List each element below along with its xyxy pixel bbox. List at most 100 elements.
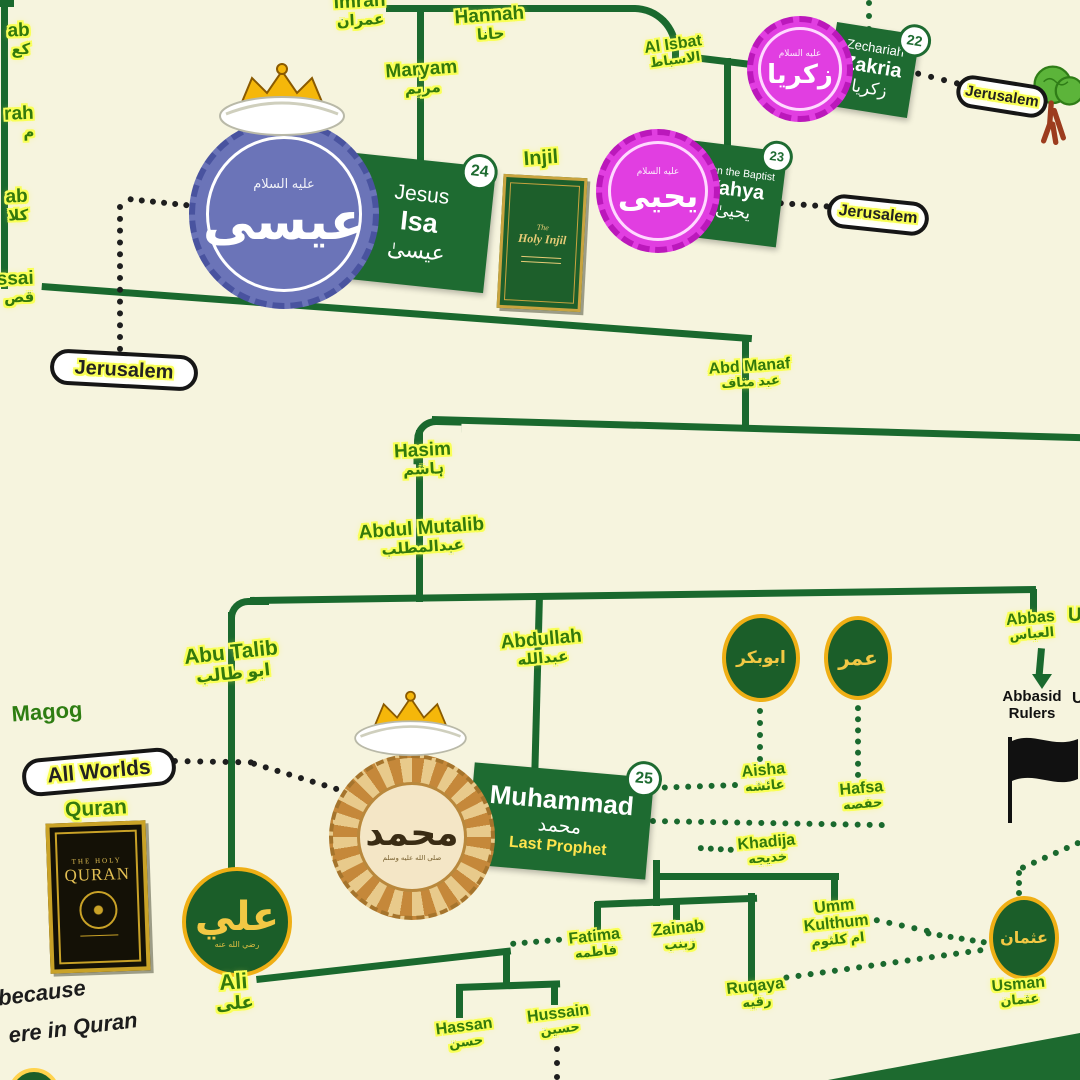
label-injil: Injil bbox=[522, 145, 559, 171]
label-hannah: Hannah حانا bbox=[453, 2, 525, 44]
dotted-yahya-jerusalem bbox=[777, 200, 830, 210]
medallion-bottom-left-partial bbox=[8, 1068, 60, 1080]
dotted-junction-fatima bbox=[510, 936, 563, 947]
label-qussai: ssai قص bbox=[0, 267, 35, 307]
line-hasim-vertical bbox=[416, 430, 423, 602]
label-aisha: Aisha عائشه bbox=[740, 760, 786, 795]
label-hassan: Hassan حسن bbox=[434, 1014, 494, 1052]
abbas-arrowhead-icon bbox=[1032, 674, 1052, 689]
all-worlds-text: All Worlds bbox=[46, 755, 152, 788]
line-ruqaya-vertical bbox=[748, 893, 755, 983]
yahya-medallion-small-text: عليه السلام bbox=[636, 166, 680, 177]
dotted-allworlds-1 bbox=[171, 758, 254, 766]
line-ali-marriage bbox=[256, 947, 512, 983]
line-fatima-vertical bbox=[594, 902, 601, 931]
label-usman: Usman عثمان bbox=[991, 973, 1046, 1009]
muhammad-medallion-calligraphy: محمد bbox=[365, 811, 459, 853]
pill-jerusalem-yahya: Jerusalem bbox=[825, 192, 931, 238]
line-yahya-vertical bbox=[724, 58, 731, 150]
jesus-name: Isa bbox=[398, 205, 440, 239]
dotted-muhammad-khadija bbox=[697, 845, 734, 853]
zakria-medallion-calligraphy: زكريا bbox=[767, 58, 833, 89]
line-qussai-diagonal bbox=[41, 283, 753, 343]
line-fatima-junction-vertical bbox=[503, 950, 510, 988]
line-hussain-vertical bbox=[551, 982, 558, 1005]
jerusalem-3-text: Jerusalem bbox=[837, 201, 919, 228]
label-zainab: Zainab زينب bbox=[651, 917, 705, 953]
label-abdul-mutalib: Abdul Mutalib عبدالمطلب bbox=[358, 513, 485, 559]
dotted-allworlds-2 bbox=[250, 760, 340, 793]
line-abdullah-vertical bbox=[531, 594, 543, 781]
dotted-zakria-jerusalem bbox=[914, 70, 961, 87]
line-khadija-marriage-horizontal bbox=[653, 873, 839, 880]
label-murrah: rah م bbox=[3, 102, 35, 141]
jesus-arabic: عيسىٰ bbox=[386, 234, 447, 266]
line-abdmanaf-vertical bbox=[742, 338, 749, 430]
line-hassan-hussain-horizontal bbox=[456, 980, 561, 991]
label-magog: Magog bbox=[10, 696, 84, 727]
yahya-medallion-calligraphy: يحيى bbox=[617, 178, 699, 215]
label-abdullah: Abdullah عبدالله bbox=[499, 625, 583, 669]
line-muhammad-child-vertical bbox=[653, 860, 660, 906]
label-umm-kulthum: Umm Kulthum ام كلثوم bbox=[803, 896, 870, 950]
quran-ornament bbox=[78, 890, 119, 931]
pill-jerusalem-jesus: Jerusalem bbox=[49, 348, 199, 392]
injil-book-line2: Holy Injil bbox=[517, 230, 567, 248]
zakria-medallion-small-text: عليه السلام bbox=[778, 47, 822, 58]
bottom-right-band bbox=[828, 1033, 1080, 1080]
label-maryam: Maryam مريم bbox=[384, 56, 458, 98]
label-kilab: ab كلا bbox=[5, 185, 29, 224]
dotted-abubakr-aisha bbox=[757, 696, 763, 762]
note-because: because bbox=[0, 974, 88, 1011]
medallion-umar: عمر bbox=[824, 616, 892, 700]
label-ruqaya: Ruqaya رقيه bbox=[725, 975, 785, 1011]
line-abbas-arrow-shaft bbox=[1035, 648, 1045, 677]
dotted-usman-up-1 bbox=[1016, 870, 1022, 896]
line-abbas-vertical bbox=[1030, 589, 1037, 615]
medallion-ali: علي رضي الله عنه bbox=[182, 867, 292, 977]
line-third-horizontal bbox=[250, 586, 1037, 604]
medallion-usman: عثمان bbox=[989, 896, 1059, 980]
dotted-umar-hafsa bbox=[855, 694, 861, 778]
label-abu-talib: Abu Talib ابو طالب bbox=[182, 636, 279, 687]
jerusalem-1-text: Jerusalem bbox=[964, 82, 1040, 111]
jesus-medallion-calligraphy: عيسى bbox=[202, 192, 366, 251]
abbasid-flag-icon bbox=[1005, 735, 1080, 825]
dotted-jesus-hook bbox=[127, 196, 190, 209]
label-quran: Quran bbox=[64, 795, 128, 822]
dotted-hussain-down bbox=[554, 1046, 560, 1080]
label-partial-right-top: U bbox=[1068, 605, 1080, 626]
dotted-ruqaya-usman bbox=[783, 946, 984, 981]
label-fatima: Fatima فاطمه bbox=[567, 925, 621, 962]
label-hasim: Hasim ہاشم bbox=[393, 438, 452, 479]
medallion-abu-bakr: ابوبكر bbox=[722, 614, 800, 702]
umar-medallion-calligraphy: عمر bbox=[838, 647, 878, 670]
medallion-zakria: عليه السلام زكريا bbox=[747, 16, 853, 122]
muhammad-crown-turban-icon bbox=[348, 688, 473, 758]
dotted-usman-up-2 bbox=[1019, 839, 1080, 872]
medallion-jesus: عليه السلام عيسى bbox=[189, 119, 379, 309]
muhammad-medallion-small-text: صلى الله عليه وسلم bbox=[382, 854, 442, 862]
dotted-jesus-jerusalem bbox=[117, 204, 123, 352]
dotted-ummkulthum-usman-2 bbox=[925, 930, 988, 946]
label-imran: Imran عمران bbox=[333, 0, 386, 30]
label-hussain: Hussain حسين bbox=[526, 1001, 591, 1039]
muhammad-subtitle: Last Prophet bbox=[508, 833, 608, 859]
label-ali: Ali على bbox=[215, 968, 255, 1015]
abu-bakr-medallion-calligraphy: ابوبكر bbox=[736, 648, 786, 667]
line-abutalib-vertical bbox=[228, 612, 235, 870]
line-hassan-vertical bbox=[456, 986, 463, 1018]
label-partial-right-bottom: U bbox=[1072, 690, 1080, 707]
line-zainab-vertical bbox=[673, 898, 680, 920]
quran-book: THE HOLY QURAN bbox=[45, 820, 151, 974]
line-maryam-vertical bbox=[417, 5, 424, 170]
label-abbas: Abbas العباس bbox=[1005, 607, 1056, 644]
dotted-zakria-up bbox=[866, 0, 872, 32]
yahya-arabic: يحيىٰ bbox=[714, 199, 752, 223]
plaque-muhammad: Muhammad محمد Last Prophet 25 bbox=[465, 759, 664, 880]
dotted-muhammad-aisha bbox=[650, 781, 739, 791]
quran-book-line2: QURAN bbox=[64, 864, 131, 886]
label-khadija: Khadija خديجه bbox=[736, 831, 796, 867]
jerusalem-2-text: Jerusalem bbox=[74, 355, 175, 384]
